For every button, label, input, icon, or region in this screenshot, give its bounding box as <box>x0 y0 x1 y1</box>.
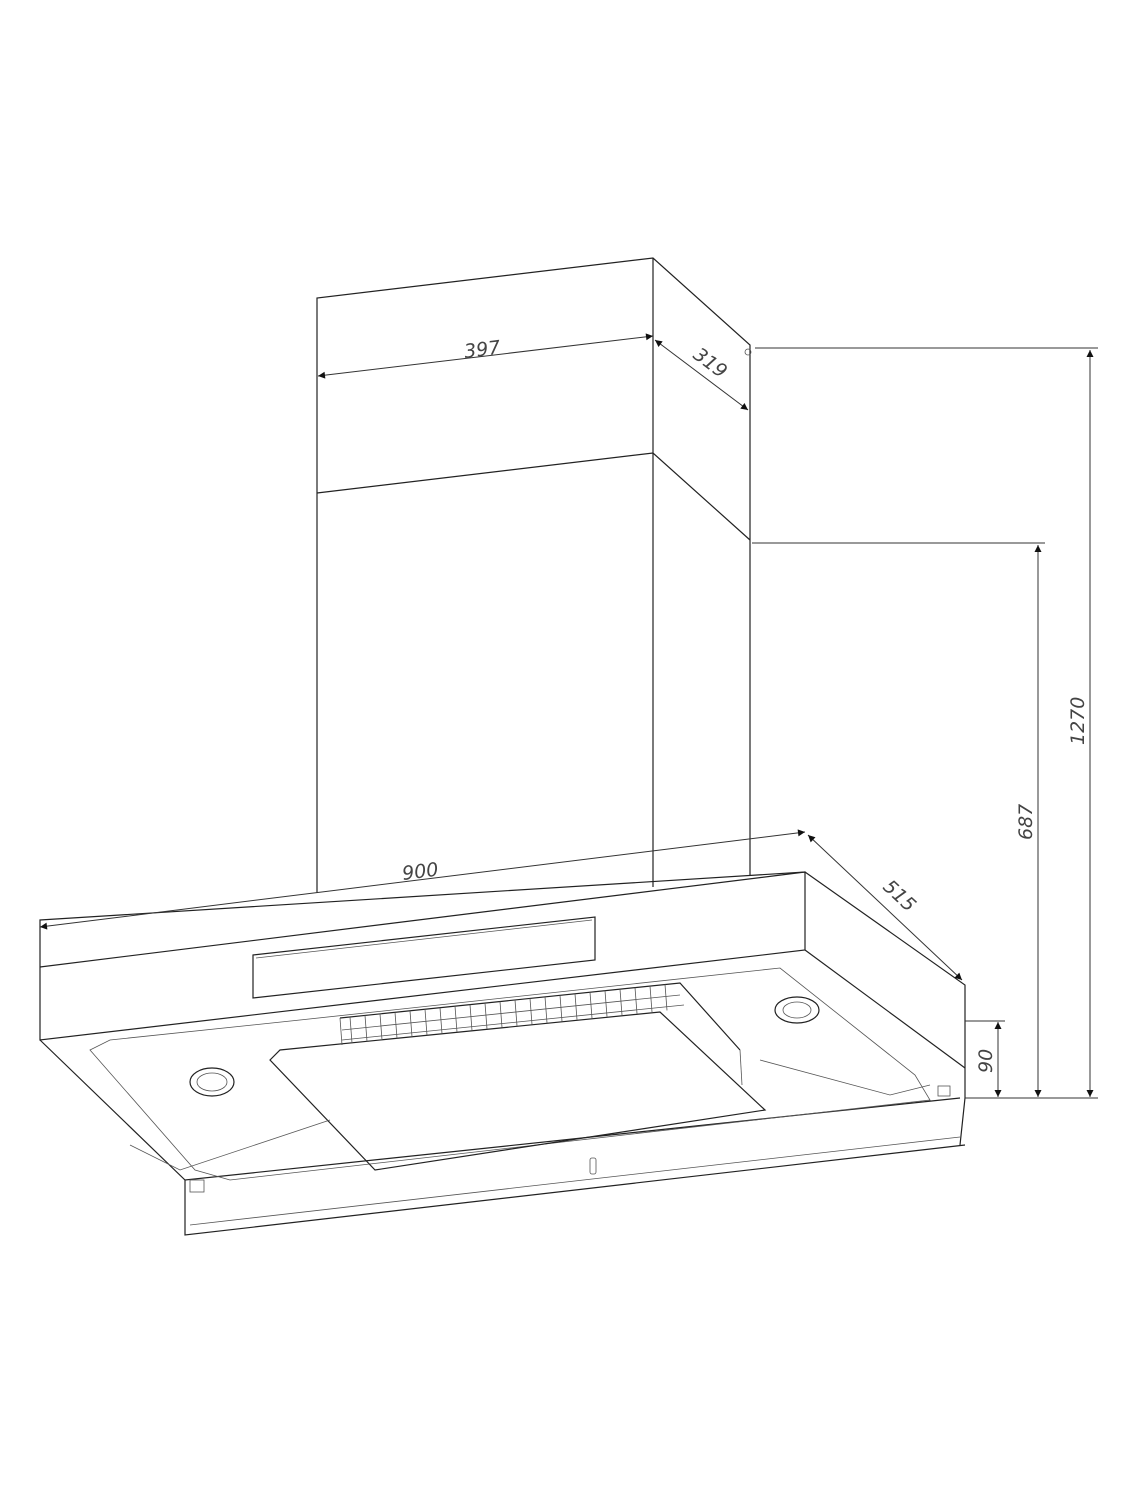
light-left <box>189 1067 235 1097</box>
grille-slat <box>439 1007 443 1034</box>
grille-slat <box>559 995 563 1022</box>
grille-slat <box>454 1006 458 1033</box>
grease-grille <box>339 982 743 1086</box>
center-filter <box>269 1011 767 1171</box>
grille-slat <box>484 1003 488 1030</box>
dimension-total-height: 1270 <box>1067 350 1094 1097</box>
grille-slat <box>409 1010 413 1037</box>
grille-slat <box>589 992 593 1019</box>
dimension-label: 90 <box>975 1049 997 1073</box>
dimension-label: 319 <box>689 343 731 382</box>
light-right <box>774 996 820 1024</box>
grille-slat <box>574 993 578 1020</box>
grille-slat <box>604 990 608 1017</box>
dimension-hood-width: 900 <box>39 829 806 930</box>
dimension-label: 900 <box>401 859 440 885</box>
grille-slat <box>469 1004 473 1031</box>
grille-slat <box>499 1001 503 1028</box>
grille-slat <box>514 999 518 1026</box>
grille-slat <box>529 998 533 1025</box>
grille-slat <box>649 985 653 1013</box>
dimension-lower-height: 687 <box>1015 545 1042 1097</box>
dimension-label: 515 <box>879 876 921 917</box>
control-display-panel <box>252 916 596 999</box>
dimension-chimney-width: 397 <box>317 333 654 379</box>
grille-slat <box>349 1016 353 1044</box>
grille-slat <box>379 1013 383 1040</box>
grille-slat <box>364 1015 368 1042</box>
dimension-hood-height: 90 <box>975 1022 1002 1097</box>
chimney <box>316 257 751 893</box>
grille-slat <box>544 996 548 1023</box>
dimension-hood-depth: 515 <box>807 834 963 981</box>
dimension-chimney-depth: 319 <box>654 339 749 411</box>
grille-slat <box>634 987 638 1014</box>
dimension-label: 1270 <box>1067 697 1089 745</box>
hood-body <box>39 871 966 1236</box>
dimension-label: 687 <box>1015 804 1037 840</box>
grille-slat <box>394 1012 398 1039</box>
dimension-label: 397 <box>463 337 502 363</box>
grille-slat <box>664 984 668 1011</box>
grille-slat <box>619 989 623 1016</box>
grille-slat <box>424 1009 428 1036</box>
